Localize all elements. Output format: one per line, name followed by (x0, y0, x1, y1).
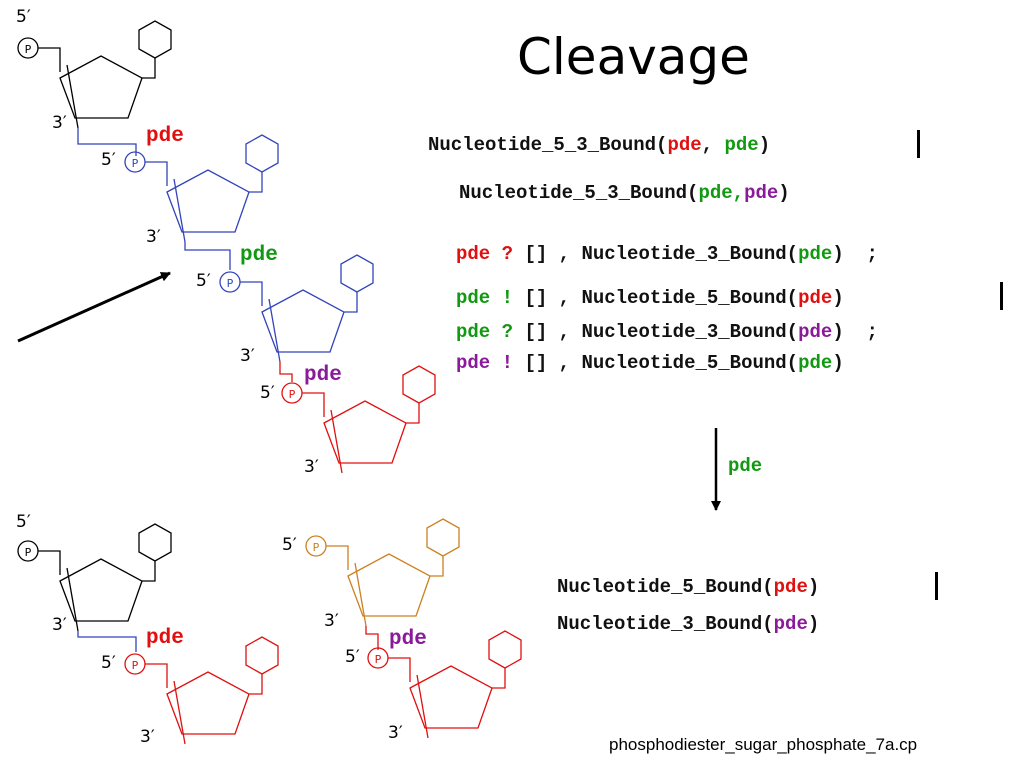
five-prime-label: 5′ (196, 271, 211, 291)
pde-label: pde (304, 364, 342, 387)
result-line-2: Nucleotide_3_Bound(pde) (557, 613, 820, 635)
three-prime-label: 3′ (140, 727, 155, 747)
five-prime-label: 5′ (260, 383, 275, 403)
five-prime-label: 5′ (101, 653, 116, 673)
phosphate-label: P (25, 546, 32, 559)
reaction-line-2: Nucleotide_5_3_Bound(pde,pde) (459, 182, 790, 204)
phosphate-label: P (375, 653, 382, 666)
phosphodiester-bond (77, 128, 137, 156)
reaction-line-4: pde ! [] , Nucleotide_5_Bound(pde) (456, 287, 844, 309)
reaction-line-3: pde ? [] , Nucleotide_3_Bound(pde) ; (456, 243, 878, 265)
file-name: phosphodiester_sugar_phosphate_7a.cp (609, 735, 918, 754)
three-prime-label: 3′ (52, 615, 67, 635)
three-prime-label: 3′ (240, 346, 255, 366)
pde-label: pde (146, 627, 184, 650)
phosphate-label: P (289, 388, 296, 401)
phosphodiester-bond (77, 631, 137, 652)
three-prime-label: 3′ (304, 457, 319, 477)
three-prime-label: 3′ (146, 227, 161, 247)
phosphate-label: P (25, 43, 32, 56)
phosphate-label: P (227, 277, 234, 290)
parallel-bar (935, 572, 938, 600)
three-prime-label: 3′ (388, 723, 403, 743)
five-prime-label: 5′ (101, 150, 116, 170)
reaction-line-6: pde ! [] , Nucleotide_5_Bound(pde) (456, 352, 844, 374)
pde-label: pde (389, 628, 427, 651)
three-prime-label: 3′ (324, 611, 339, 631)
three-prime-label: 3′ (52, 113, 67, 133)
pde-label: pde (146, 125, 184, 148)
nucleotide-5 (17, 523, 172, 632)
page-title: Cleavage (517, 28, 750, 86)
five-prime-label: 5′ (282, 535, 297, 555)
phosphate-label: P (313, 541, 320, 554)
phosphate-label: P (132, 659, 139, 672)
reaction-arrow-label: pde (728, 455, 763, 477)
reaction-line-5: pde ? [] , Nucleotide_3_Bound(pde) ; (456, 321, 878, 343)
reaction-line-1: Nucleotide_5_3_Bound(pde, pde) (428, 134, 771, 156)
cleavage-site-arrow (17, 271, 171, 343)
phosphodiester-bond (184, 242, 231, 270)
phosphate-label: P (132, 157, 139, 170)
result-line-1: Nucleotide_5_Bound(pde) (557, 576, 820, 598)
nucleotide-1 (17, 20, 172, 129)
five-prime-label: 5′ (16, 512, 31, 532)
pde-label: pde (240, 244, 278, 267)
phosphodiester-bond (279, 362, 293, 382)
nucleotide-2 (124, 134, 279, 243)
nucleotide-7 (305, 518, 460, 627)
five-prime-label: 5′ (345, 647, 360, 667)
parallel-bar (1000, 282, 1003, 310)
five-prime-label: 5′ (16, 7, 31, 27)
parallel-bar (917, 130, 920, 158)
phosphodiester-bond (365, 626, 379, 650)
